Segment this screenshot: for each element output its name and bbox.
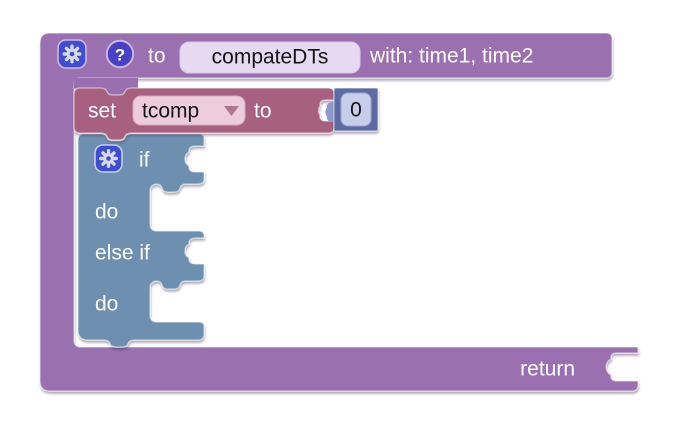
help-button[interactable] bbox=[105, 39, 135, 69]
procedure-name-field[interactable] bbox=[179, 41, 361, 74]
if-else-block[interactable] bbox=[77, 133, 205, 348]
set-block-group: set tcomp to bbox=[73, 87, 335, 141]
dropdown-arrow-icon bbox=[224, 106, 239, 116]
return-label: return bbox=[520, 358, 575, 381]
number-value-text: 0 bbox=[350, 99, 362, 122]
set-label: set bbox=[88, 100, 116, 123]
procedure-params-label: with: time1, time2 bbox=[369, 45, 533, 68]
gear-icon bbox=[98, 148, 119, 169]
do-label: do bbox=[95, 201, 118, 224]
procedure-inner-shelf bbox=[74, 78, 138, 89]
if-label: if bbox=[139, 149, 150, 172]
procedure-name-text: compateDTs bbox=[212, 46, 329, 69]
number-block-group: 0 bbox=[325, 87, 379, 132]
variable-dropdown-text: tcomp bbox=[142, 100, 199, 123]
if-block-group: if do else if do bbox=[77, 133, 205, 348]
procedure-block-group: ? to compateDTs with: time1, time2 retur… bbox=[39, 32, 639, 392]
set-to-label: to bbox=[254, 100, 272, 123]
procedure-to-label: to bbox=[148, 45, 166, 68]
number-block-plug bbox=[325, 102, 334, 122]
question-mark-icon: ? bbox=[115, 46, 125, 65]
else-if-label: else if bbox=[95, 242, 150, 265]
procedure-block[interactable] bbox=[39, 32, 639, 392]
gear-icon bbox=[62, 44, 82, 64]
do-else-label: do bbox=[95, 293, 118, 316]
variable-dropdown[interactable] bbox=[132, 95, 246, 126]
number-value-field[interactable] bbox=[340, 92, 372, 127]
